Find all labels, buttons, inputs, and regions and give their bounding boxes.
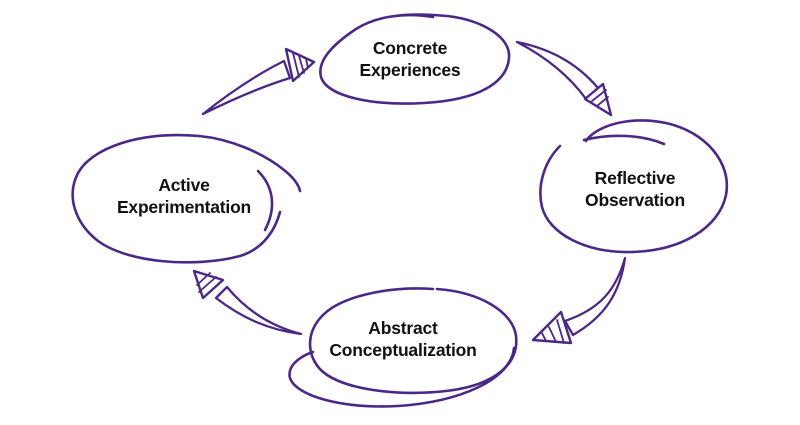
node-label-reflective-observation: Reflective Observation [585,168,685,210]
node-label-active-experimentation: Active Experimentation [116,175,252,217]
node-reflective-observation-ellipse [539,119,729,254]
node-abstract-conceptualization-ellipse [288,287,518,408]
arrow-active-to-concrete [201,47,316,116]
node-active-experimentation-ellipse [71,133,302,264]
arrow-concrete-to-reflective [515,40,613,117]
arrow-abstract-to-active [192,269,303,336]
arrow-reflective-to-abstract [531,256,627,345]
node-concrete-experiences-ellipse [319,13,511,105]
node-label-concrete-experiences: Concrete Experiences [359,38,461,80]
node-label-abstract-conceptualization: Abstract Conceptualization [329,318,477,360]
